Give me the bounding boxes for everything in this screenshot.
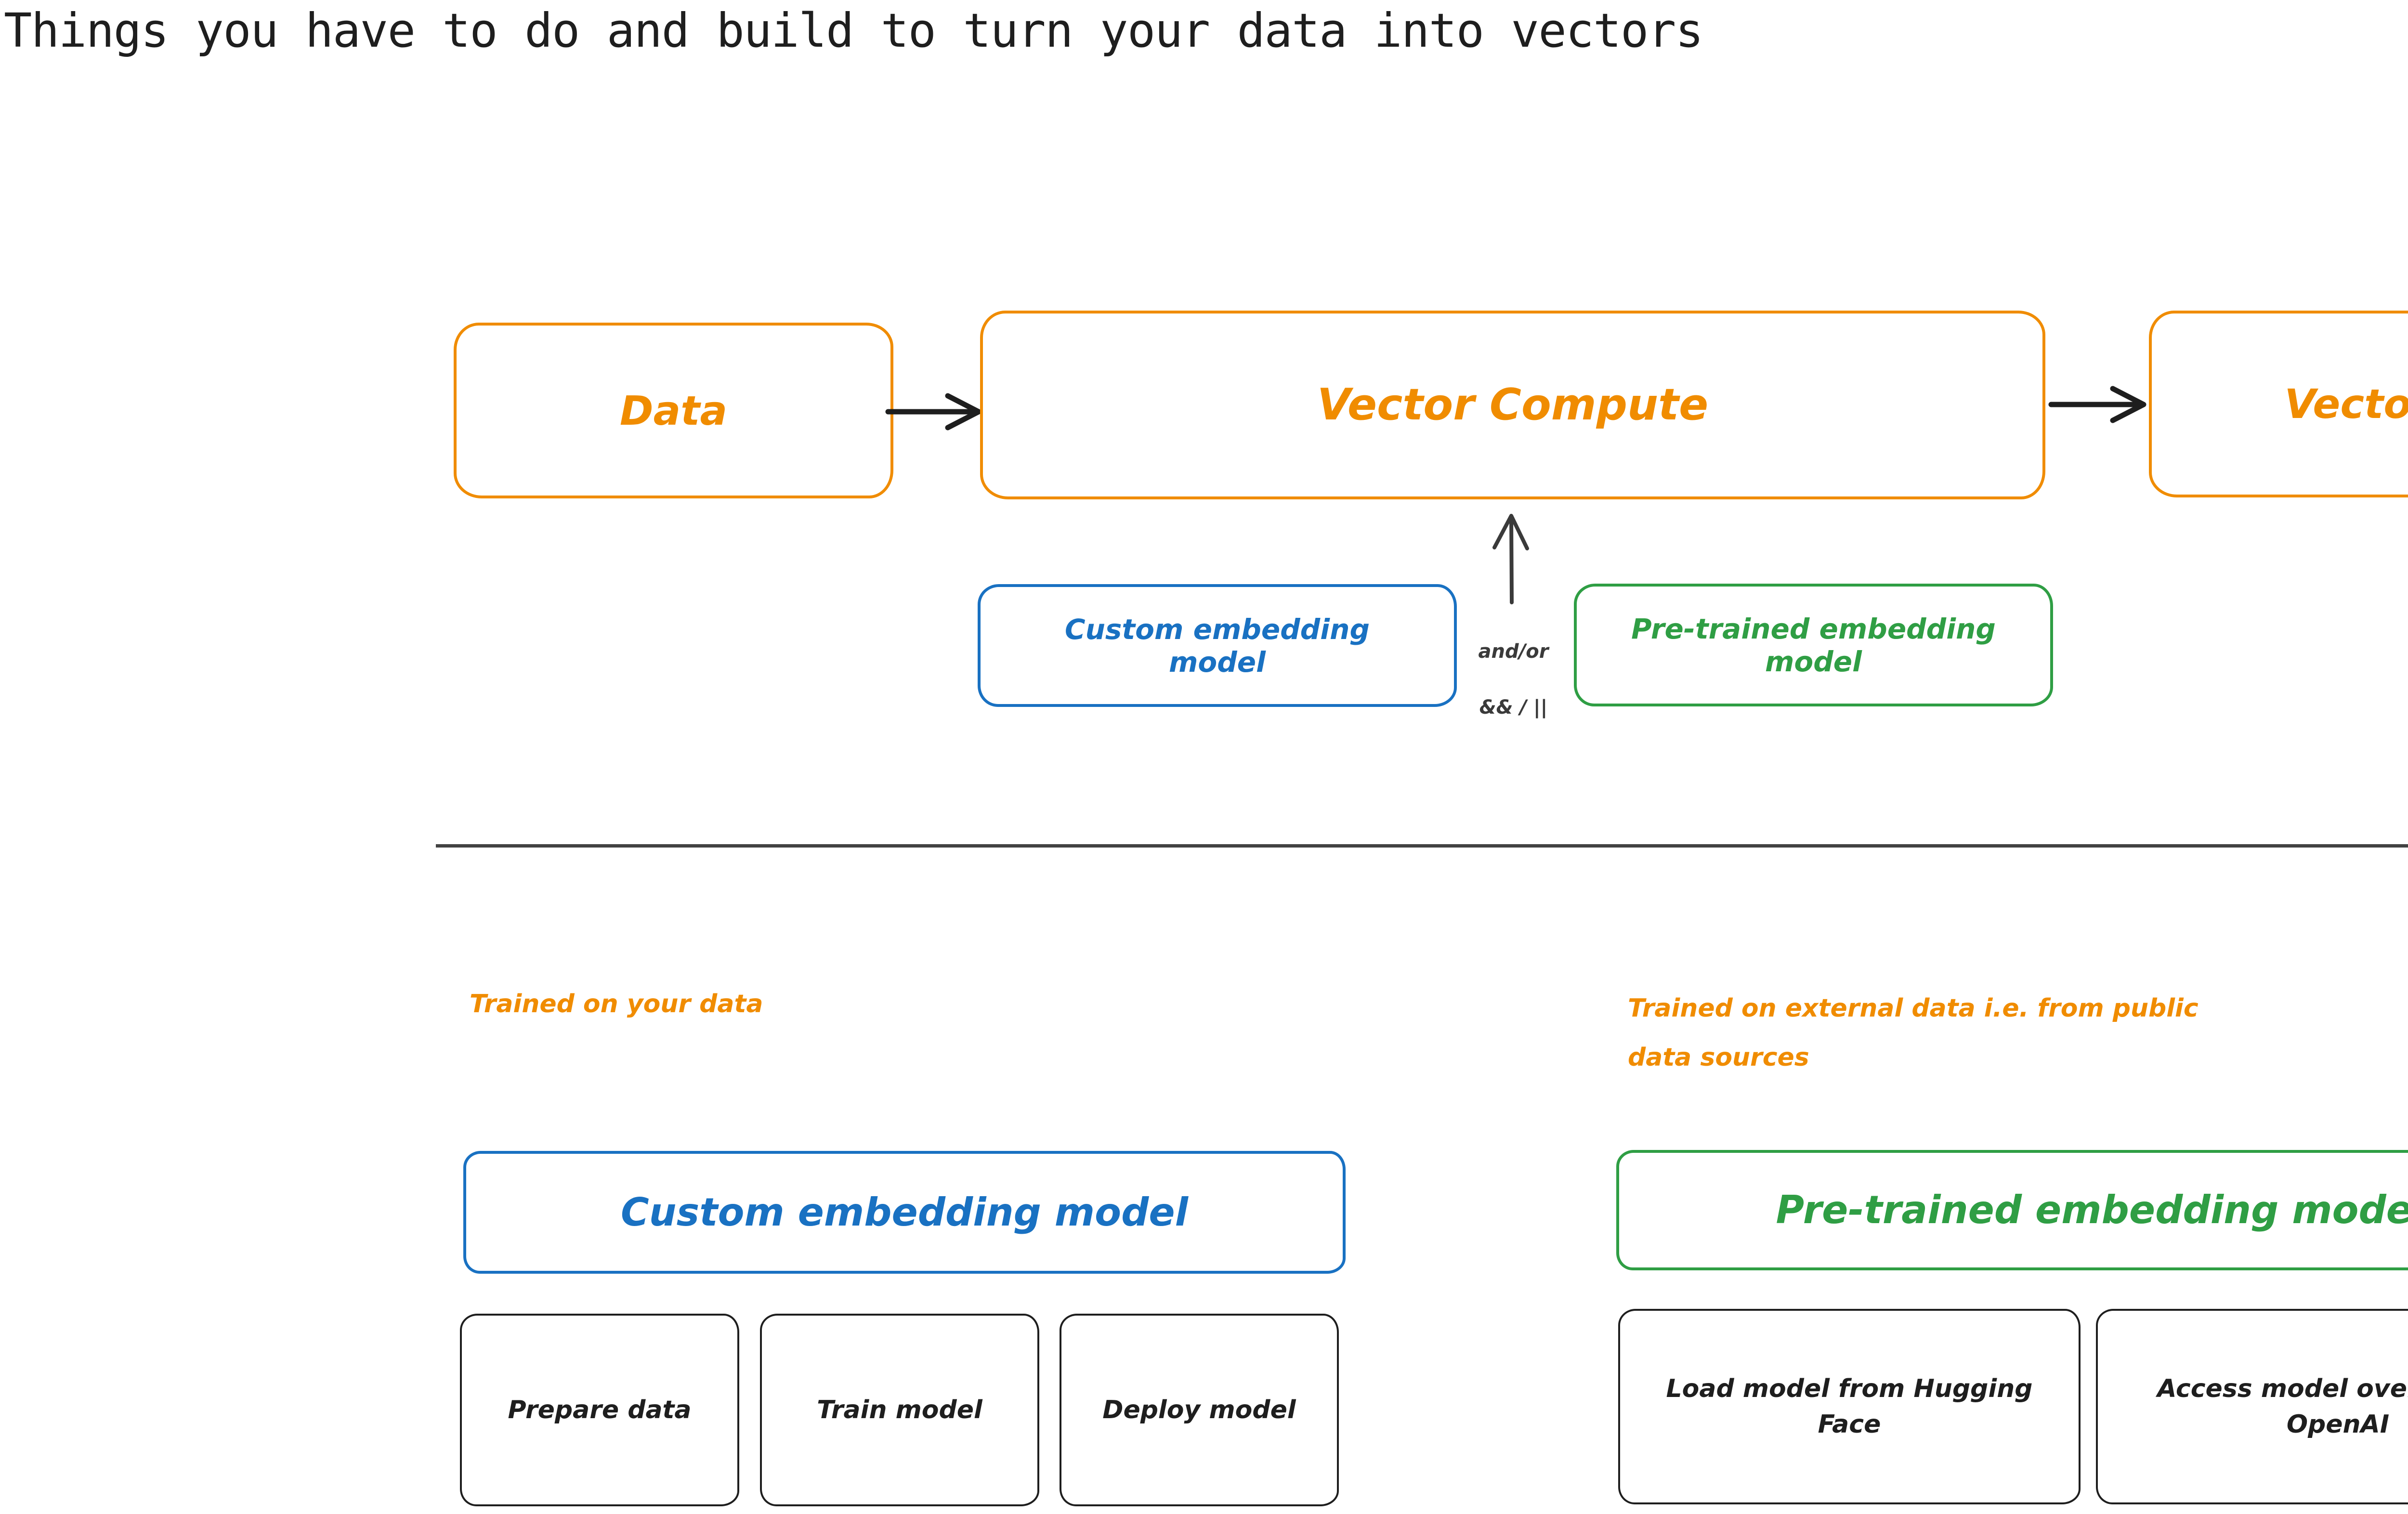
vectors-box-label: Vectors [2284, 380, 2408, 428]
right-title-box[interactable]: Pre-trained embedding model [1616, 1150, 2408, 1270]
left-title-box[interactable]: Custom embedding model [463, 1151, 1346, 1274]
pretrained-embedding-model-box-label: Pre-trained embedding model [1631, 612, 1996, 678]
left-section-caption: Trained on your data [470, 990, 763, 1018]
vectors-box[interactable]: Vectors [2149, 311, 2408, 497]
right-section-caption: Trained on external data i.e. from publi… [1628, 994, 2199, 1072]
right-step-box-1[interactable]: Load model from Hugging Face [1618, 1309, 2081, 1504]
custom-embedding-model-box[interactable]: Custom embedding model [978, 584, 1457, 707]
page-title: Things you have to do and build to turn … [4, 3, 1703, 58]
data-box-label: Data [619, 387, 728, 434]
left-step-label-2: Train model [817, 1396, 982, 1424]
arrow-right-icon [885, 393, 982, 431]
left-step-box-2[interactable]: Train model [760, 1314, 1039, 1506]
left-step-box-1[interactable]: Prepare data [460, 1314, 739, 1506]
section-divider [436, 844, 2408, 848]
left-step-label-1: Prepare data [508, 1396, 692, 1424]
left-title-box-label: Custom embedding model [620, 1189, 1189, 1235]
right-step-label-1: Load model from Hugging Face [1666, 1374, 2033, 1439]
left-step-box-3[interactable]: Deploy model [1060, 1314, 1339, 1506]
vector-compute-box[interactable]: Vector Compute [980, 311, 2045, 499]
right-title-box-label: Pre-trained embedding model [1776, 1188, 2408, 1232]
arrow-right-icon [2048, 386, 2146, 423]
custom-embedding-model-box-label: Custom embedding model [1065, 613, 1370, 679]
right-step-box-2[interactable]: Access model over an API OpenAI [2096, 1309, 2408, 1504]
connector-line-2: && / || [1479, 696, 1548, 718]
data-box[interactable]: Data [454, 323, 893, 498]
right-step-label-2: Access model over an API OpenAI [2157, 1374, 2408, 1439]
left-step-label-3: Deploy model [1102, 1396, 1296, 1424]
pretrained-embedding-model-box[interactable]: Pre-trained embedding model [1574, 584, 2053, 706]
vector-compute-box-label: Vector Compute [1317, 379, 1709, 430]
arrow-up-icon [1492, 514, 1529, 604]
connector-and-or-label: and/or && / || [1464, 610, 1563, 749]
connector-line-1: and/or [1478, 640, 1549, 663]
